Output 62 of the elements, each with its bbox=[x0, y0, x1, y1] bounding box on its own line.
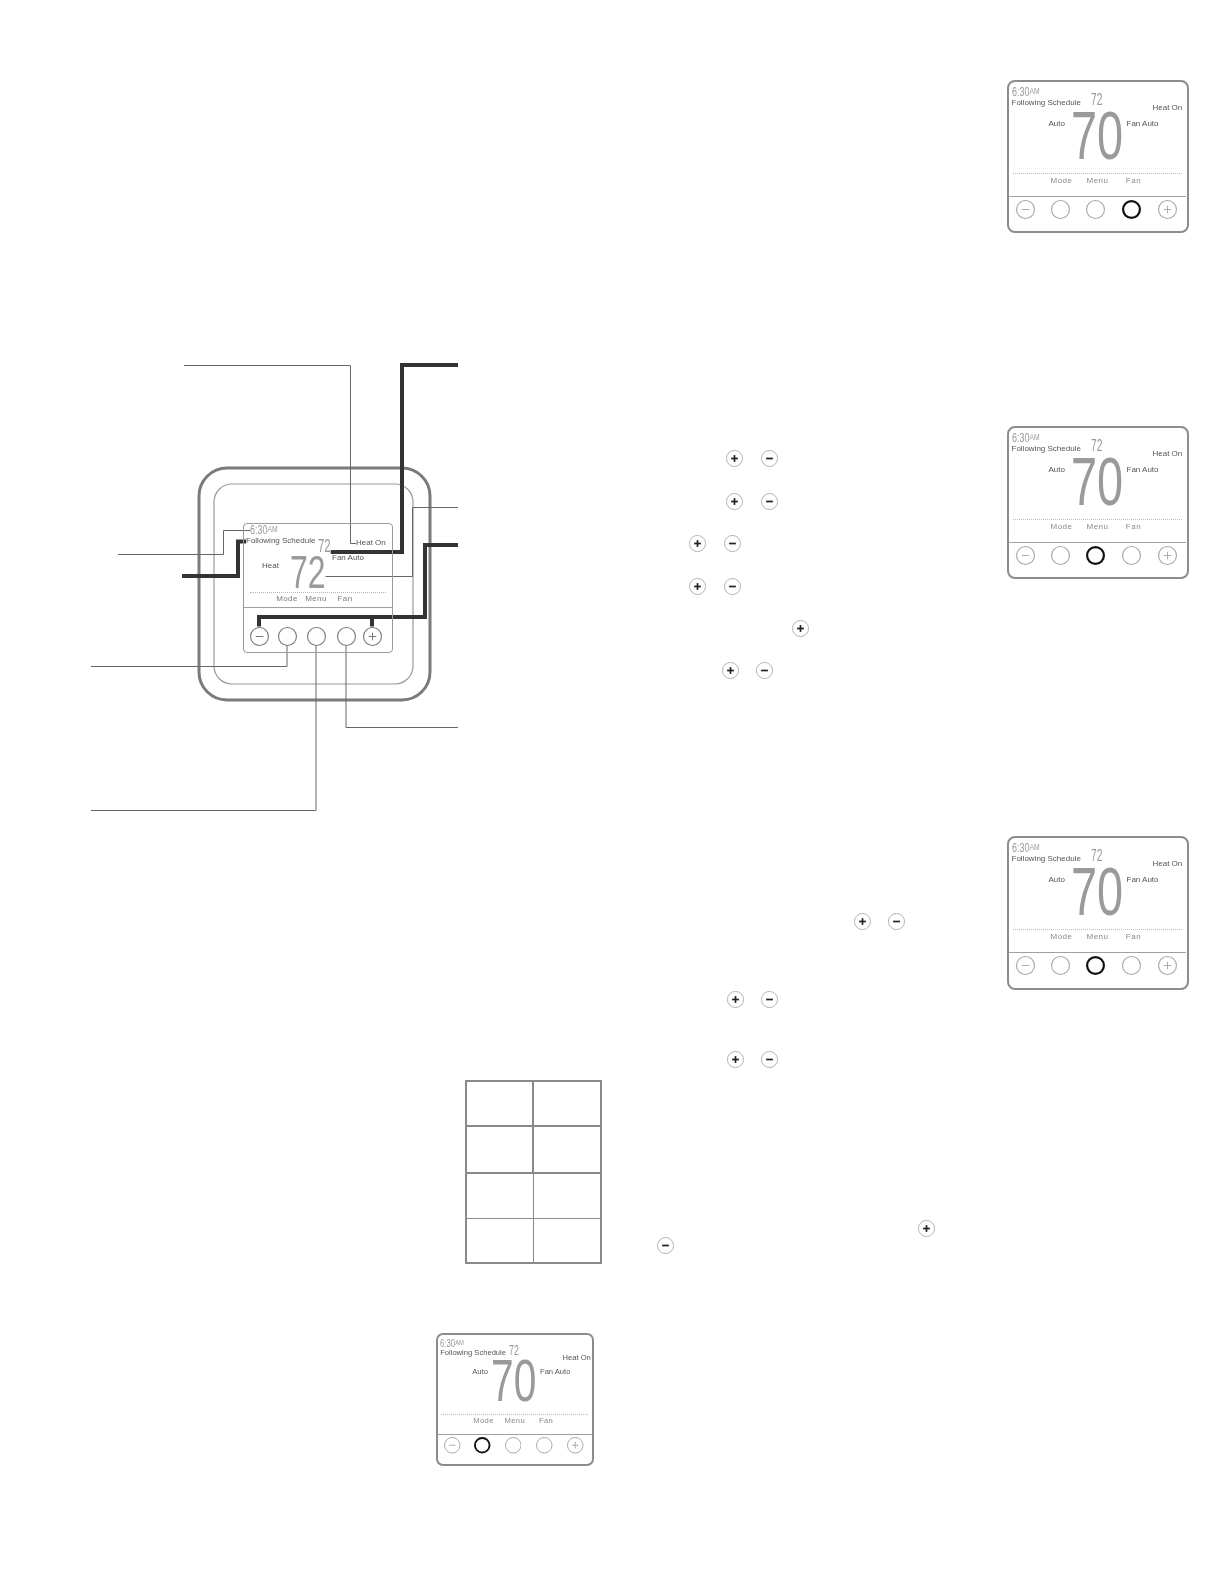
temperature-readout: 70 bbox=[1070, 109, 1123, 162]
button-label: Fan bbox=[1125, 176, 1142, 186]
button-label: Mode bbox=[1050, 522, 1073, 532]
round-button-icon bbox=[306, 626, 326, 646]
plus-button-icon bbox=[362, 626, 382, 646]
time-text: 6:30$^{AM}$ bbox=[1011, 87, 1040, 97]
button-label: Menu bbox=[1086, 176, 1109, 186]
system-mode-text: Auto bbox=[1048, 465, 1065, 475]
minus-button-icon bbox=[249, 626, 269, 646]
button-label: Mode bbox=[276, 595, 298, 604]
time-text: 6:30$^{AM}$ bbox=[440, 1339, 465, 1348]
schedule-status-text: Following Schedule bbox=[1011, 444, 1081, 454]
button-label: Fan bbox=[1125, 932, 1142, 942]
leader-line bbox=[345, 645, 459, 728]
round-button-icon bbox=[277, 626, 297, 646]
heat-status-text: Heat On bbox=[1152, 103, 1183, 113]
thermostat-screen bbox=[1007, 426, 1189, 579]
button-label: Menu bbox=[305, 595, 327, 604]
thermostat-screen bbox=[436, 1333, 594, 1466]
setpoint-text: 72 bbox=[1090, 93, 1102, 107]
thermostat-display bbox=[243, 523, 393, 653]
heat-status-text: Heat On bbox=[1152, 859, 1183, 869]
fan-mode-text: Fan Auto bbox=[1126, 875, 1159, 885]
time-text: 6:30$^{AM}$ bbox=[1011, 843, 1040, 853]
leader-line bbox=[370, 543, 458, 627]
round-button-icon bbox=[336, 626, 356, 646]
button-label: Fan bbox=[337, 595, 353, 604]
fan-mode-text: Fan Auto bbox=[1126, 465, 1159, 475]
button-label: Menu bbox=[1086, 932, 1109, 942]
setpoint-text: 72 bbox=[508, 1344, 519, 1357]
time-text: 6:30$^{AM}$ bbox=[1011, 433, 1040, 443]
leader-line bbox=[117, 530, 251, 555]
button-label: Fan bbox=[1125, 522, 1142, 532]
leader-line bbox=[183, 365, 357, 544]
leader-line bbox=[182, 539, 246, 578]
leader-line bbox=[330, 363, 458, 554]
fan-mode-text: Fan Auto bbox=[1126, 119, 1159, 129]
button-label: Mode bbox=[1050, 932, 1073, 942]
temperature-readout: 70 bbox=[491, 1358, 537, 1404]
schedule-status-text: Following Schedule bbox=[1011, 98, 1081, 108]
system-mode-text: Auto bbox=[1048, 875, 1065, 885]
temperature-readout: 72 bbox=[290, 554, 326, 590]
setpoint-text: 72 bbox=[318, 539, 331, 554]
heat-status-text: Heat On bbox=[1152, 449, 1183, 459]
system-mode-text: Auto bbox=[1048, 119, 1065, 129]
button-label: Mode bbox=[1050, 176, 1073, 186]
thermostat-screen bbox=[1007, 80, 1189, 233]
schedule-status-text: Following Schedule bbox=[1011, 854, 1081, 864]
system-mode-text: Heat bbox=[262, 562, 279, 571]
schedule-status-text: Following Schedule bbox=[246, 537, 316, 546]
fan-mode-text: Fan Auto bbox=[332, 554, 365, 563]
temperature-readout: 70 bbox=[1070, 865, 1123, 918]
leader-line bbox=[90, 645, 317, 811]
button-label: Menu bbox=[1086, 522, 1109, 532]
leader-line bbox=[90, 645, 288, 667]
thermostat-screen bbox=[1007, 836, 1189, 990]
time-text: 6:30$^{AM}$ bbox=[250, 526, 278, 535]
heat-status-text: Heat On bbox=[356, 539, 386, 548]
setpoint-text: 72 bbox=[1090, 849, 1102, 863]
setpoint-text: 72 bbox=[1090, 439, 1102, 453]
temperature-readout: 70 bbox=[1070, 455, 1123, 508]
leader-line bbox=[325, 507, 459, 577]
